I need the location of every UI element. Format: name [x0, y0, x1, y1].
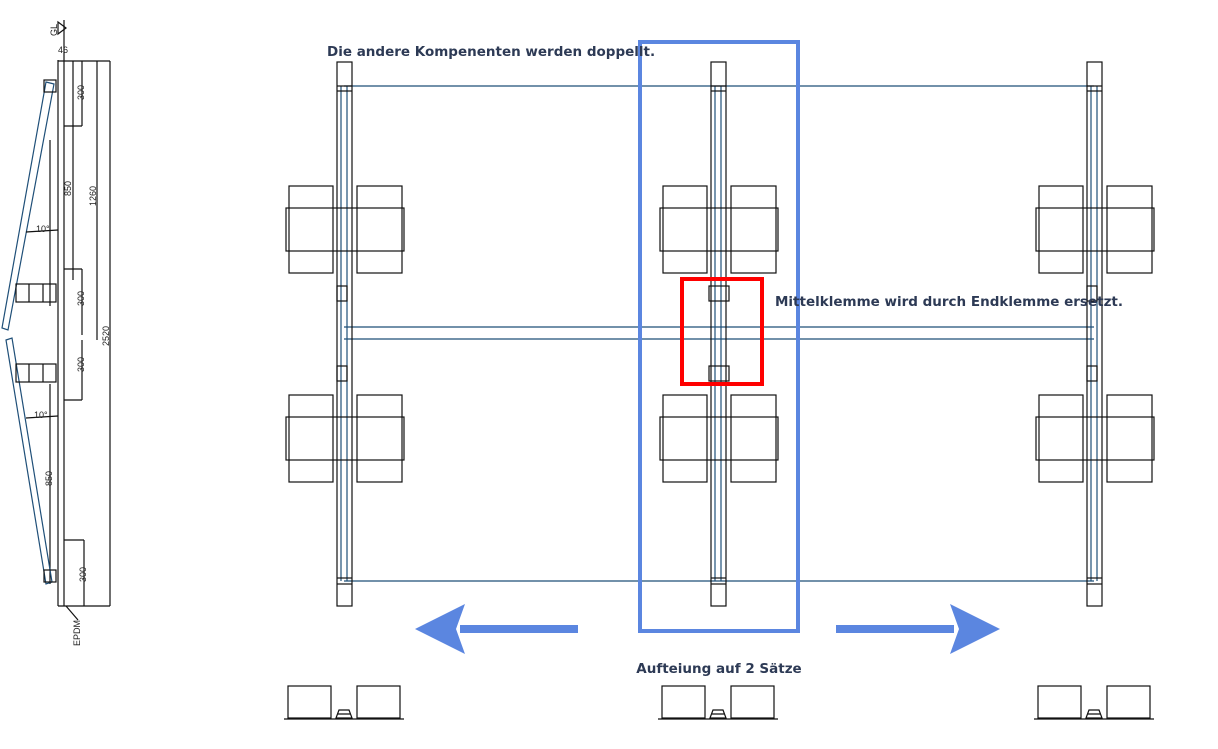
base-clamp [1085, 709, 1103, 719]
clamp-highlight [680, 277, 764, 386]
mounting-assemblies [284, 61, 1155, 720]
dim-300: 300 [78, 567, 88, 582]
ballast-profile [1037, 685, 1082, 719]
rail [1086, 61, 1103, 607]
split-note: Aufteiung auf 2 Sätze [636, 661, 801, 677]
assembly-middle [658, 61, 779, 720]
clamp [1086, 285, 1098, 302]
top-note: Die andere Kompenenten werden doppellt. [327, 44, 655, 60]
ballast-tray [1035, 416, 1155, 461]
dim-2520: 2520 [101, 326, 111, 346]
ballast-block [1106, 394, 1153, 483]
ballast-tray [659, 207, 779, 252]
clamp [708, 285, 730, 302]
dim-300: 300 [76, 291, 86, 306]
ballast-block [1038, 185, 1084, 274]
dim-300: 300 [76, 85, 86, 100]
panel-outlines [344, 85, 1094, 582]
angle-label: 10° [34, 410, 48, 420]
ballast-profile [287, 685, 332, 719]
clamp [1086, 365, 1098, 382]
clamp [336, 285, 348, 302]
ballast-block [1038, 394, 1084, 483]
ballast-block [356, 185, 403, 274]
ballast-profile [356, 685, 401, 719]
clamp [336, 365, 348, 382]
ballast-profile [661, 685, 706, 719]
side-view: GL 46 300 850 1260 10° 300 2520 300 10° … [1, 20, 111, 646]
ballast-block [662, 185, 708, 274]
ballast-tray [659, 416, 779, 461]
ballast-profile [1106, 685, 1151, 719]
ballast-tray [1035, 207, 1155, 252]
arrow-left-icon [415, 604, 578, 654]
rail [710, 61, 727, 607]
ballast-block [356, 394, 403, 483]
rail [336, 61, 353, 607]
ballast-block [288, 185, 334, 274]
ballast-block [730, 185, 777, 274]
doubled-components-highlight [638, 40, 800, 633]
dim-1260: 1260 [88, 186, 98, 206]
assembly-left [284, 61, 405, 720]
base-clamp [335, 709, 353, 719]
ballast-block [1106, 185, 1153, 274]
dim-850: 850 [63, 181, 73, 196]
dim-850: 850 [44, 471, 54, 486]
epdm-label: EPDM [72, 620, 82, 646]
assembly-right [1034, 61, 1155, 720]
ballast-tray [285, 416, 405, 461]
ballast-block [730, 394, 777, 483]
ground-level-label: GL [49, 24, 59, 36]
dim-300: 300 [76, 357, 86, 372]
clamp [708, 365, 730, 382]
arrow-right-icon [836, 604, 1000, 654]
ballast-tray [285, 207, 405, 252]
ballast-block [662, 394, 708, 483]
ballast-block [288, 394, 334, 483]
dim-46: 46 [58, 45, 68, 55]
base-clamp [709, 709, 727, 719]
clamp-note: Mittelklemme wird durch Endklemme ersetz… [775, 294, 1123, 310]
angle-label: 10° [36, 224, 50, 234]
ballast-profile [730, 685, 775, 719]
